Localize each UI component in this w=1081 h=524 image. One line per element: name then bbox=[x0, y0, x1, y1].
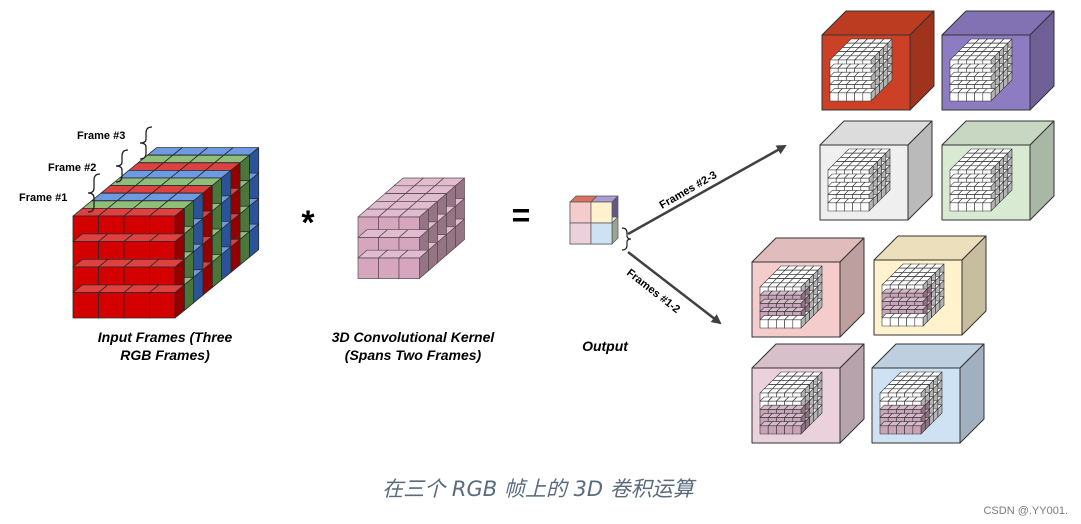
voxel-front bbox=[854, 92, 864, 102]
kernel-caption-line2: (Spans Two Frames) bbox=[345, 347, 482, 363]
voxel-front bbox=[837, 92, 847, 102]
frames-2-3-label: Frames #2-3 bbox=[658, 169, 720, 212]
map-yellow bbox=[873, 235, 987, 336]
voxel-front bbox=[879, 425, 889, 435]
output-brace bbox=[621, 227, 632, 251]
voxel-front bbox=[912, 425, 922, 435]
multiply-symbol: * bbox=[301, 204, 315, 242]
voxel-front bbox=[123, 292, 150, 319]
voxel-front bbox=[949, 202, 959, 212]
voxel-front bbox=[974, 202, 984, 212]
map-lightblue bbox=[871, 343, 985, 444]
voxel-front bbox=[982, 202, 992, 212]
voxel-front bbox=[881, 317, 891, 327]
frame-braces bbox=[87, 126, 153, 213]
equals-symbol: = bbox=[512, 197, 531, 233]
voxel-front bbox=[835, 202, 845, 212]
frame-3-label: Frame #3 bbox=[77, 130, 125, 142]
voxel-grid bbox=[827, 148, 891, 212]
voxel-grid bbox=[881, 263, 945, 327]
voxel-front bbox=[398, 257, 420, 279]
voxel-grid bbox=[879, 371, 943, 435]
voxel-front bbox=[357, 257, 379, 279]
input-frames-cube bbox=[72, 147, 260, 319]
map-purple bbox=[941, 10, 1055, 111]
voxel-front bbox=[759, 319, 769, 329]
voxel-front bbox=[860, 202, 870, 212]
voxel-front bbox=[792, 319, 802, 329]
voxel-grid bbox=[759, 265, 823, 329]
voxel-front bbox=[852, 202, 862, 212]
voxel-front bbox=[844, 202, 853, 212]
voxel-front bbox=[974, 92, 984, 102]
map-red bbox=[821, 10, 935, 111]
voxel-front bbox=[896, 425, 905, 435]
voxel-front bbox=[792, 425, 802, 435]
kernel-caption-line1: 3D Convolutional Kernel bbox=[332, 329, 496, 345]
voxel-front bbox=[759, 425, 769, 435]
arrow-frames-1-2 bbox=[627, 251, 722, 325]
map-pink bbox=[751, 237, 865, 338]
voxel-front bbox=[569, 222, 592, 245]
frame-1-label: Frame #1 bbox=[19, 192, 67, 204]
voxel-front bbox=[784, 425, 794, 435]
voxel-front bbox=[776, 425, 785, 435]
convolution-kernel-cube bbox=[357, 177, 465, 279]
voxel-front bbox=[149, 292, 176, 319]
voxel-front bbox=[957, 202, 967, 212]
voxel-front bbox=[767, 425, 777, 435]
input-frames-caption-line2: RGB Frames) bbox=[120, 347, 210, 363]
voxel-front bbox=[590, 201, 613, 224]
voxel-grid bbox=[949, 148, 1013, 212]
figure-caption: 在三个 RGB 帧上的 3D 卷积运算 bbox=[382, 477, 697, 501]
voxel-front bbox=[767, 319, 777, 329]
input-frames-caption-line1: Input Frames (Three bbox=[98, 329, 233, 345]
voxel-grid bbox=[759, 371, 823, 435]
map-green bbox=[941, 120, 1055, 221]
voxel-front bbox=[776, 319, 785, 329]
voxel-front bbox=[966, 92, 975, 102]
voxel-front bbox=[914, 317, 924, 327]
voxel-front bbox=[846, 92, 855, 102]
frames-1-2-label: Frames #1-2 bbox=[624, 267, 682, 316]
map-mauve bbox=[751, 343, 865, 444]
voxel-grid bbox=[829, 38, 893, 102]
map-gray bbox=[819, 120, 933, 221]
voxel-front bbox=[898, 317, 907, 327]
voxel-front bbox=[982, 92, 992, 102]
voxel-front bbox=[378, 257, 400, 279]
voxel-front bbox=[829, 92, 839, 102]
arrow-frames-2-3 bbox=[627, 144, 787, 236]
voxel-front bbox=[906, 317, 916, 327]
frame-2-label: Frame #2 bbox=[48, 162, 96, 174]
voxel-front bbox=[862, 92, 872, 102]
voxel-front bbox=[949, 92, 959, 102]
voxel-front bbox=[98, 292, 125, 319]
voxel-front bbox=[966, 202, 975, 212]
voxel-front bbox=[72, 292, 99, 319]
voxel-grid bbox=[949, 38, 1013, 102]
voxel-front bbox=[827, 202, 837, 212]
voxel-front bbox=[590, 222, 613, 245]
output-label: Output bbox=[582, 338, 629, 354]
voxel-front bbox=[904, 425, 914, 435]
output-cube bbox=[569, 195, 619, 245]
voxel-front bbox=[957, 92, 967, 102]
voxel-front bbox=[889, 317, 899, 327]
output-feature-maps bbox=[751, 10, 1055, 444]
voxel-front bbox=[569, 201, 592, 224]
voxel-front bbox=[784, 319, 794, 329]
watermark: CSDN @.YY001. bbox=[983, 505, 1068, 517]
voxel-front bbox=[887, 425, 897, 435]
